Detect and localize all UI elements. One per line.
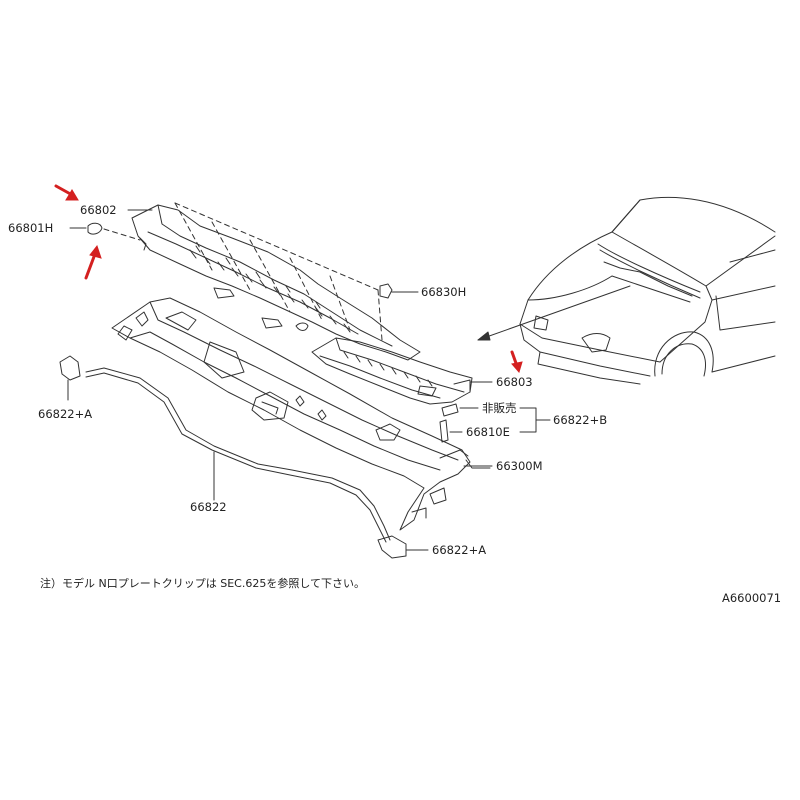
cowl-top-grille-66802 (131, 204, 421, 361)
part-label-66801H: 66801H (8, 221, 54, 235)
car-silhouette-icon (519, 196, 776, 385)
leader-lines (127, 209, 493, 467)
red-arrow-icon (84, 244, 102, 280)
projection-lines (103, 202, 383, 341)
red-arrow-icon (510, 350, 523, 374)
part-label-66300M: 66300M (496, 459, 543, 473)
part-label-66822A-bottom: 66822+A (432, 543, 487, 557)
part-label-66803: 66803 (496, 375, 533, 389)
cowl-top-grille-66803 (311, 337, 473, 405)
clip-66830H (379, 283, 419, 299)
part-label-66822A-left: 66822+A (38, 407, 93, 421)
diagram-note: 注）モデル N口プレートクリップは SEC.625を参照して下さい。 (40, 577, 365, 590)
diagram-code: A6600071 (722, 591, 782, 605)
not-for-sale-label: 非販売 (482, 401, 517, 415)
red-arrow-icon (54, 184, 79, 201)
part-label-66822: 66822 (190, 500, 227, 514)
marker-arrows (54, 184, 523, 374)
clip-66822A-bottom (377, 535, 429, 559)
fastener-66810E (439, 403, 551, 443)
cowl-top-panel-66300M (111, 297, 491, 531)
leader-arrow (477, 285, 631, 341)
part-label-66822B: 66822+B (553, 413, 608, 427)
rod-66822 (85, 367, 391, 543)
part-label-66810E: 66810E (466, 425, 510, 439)
part-label-66802: 66802 (80, 203, 117, 217)
part-label-66830H: 66830H (421, 285, 467, 299)
clip-66801H (69, 222, 103, 235)
clip-66822A-left (59, 355, 81, 401)
